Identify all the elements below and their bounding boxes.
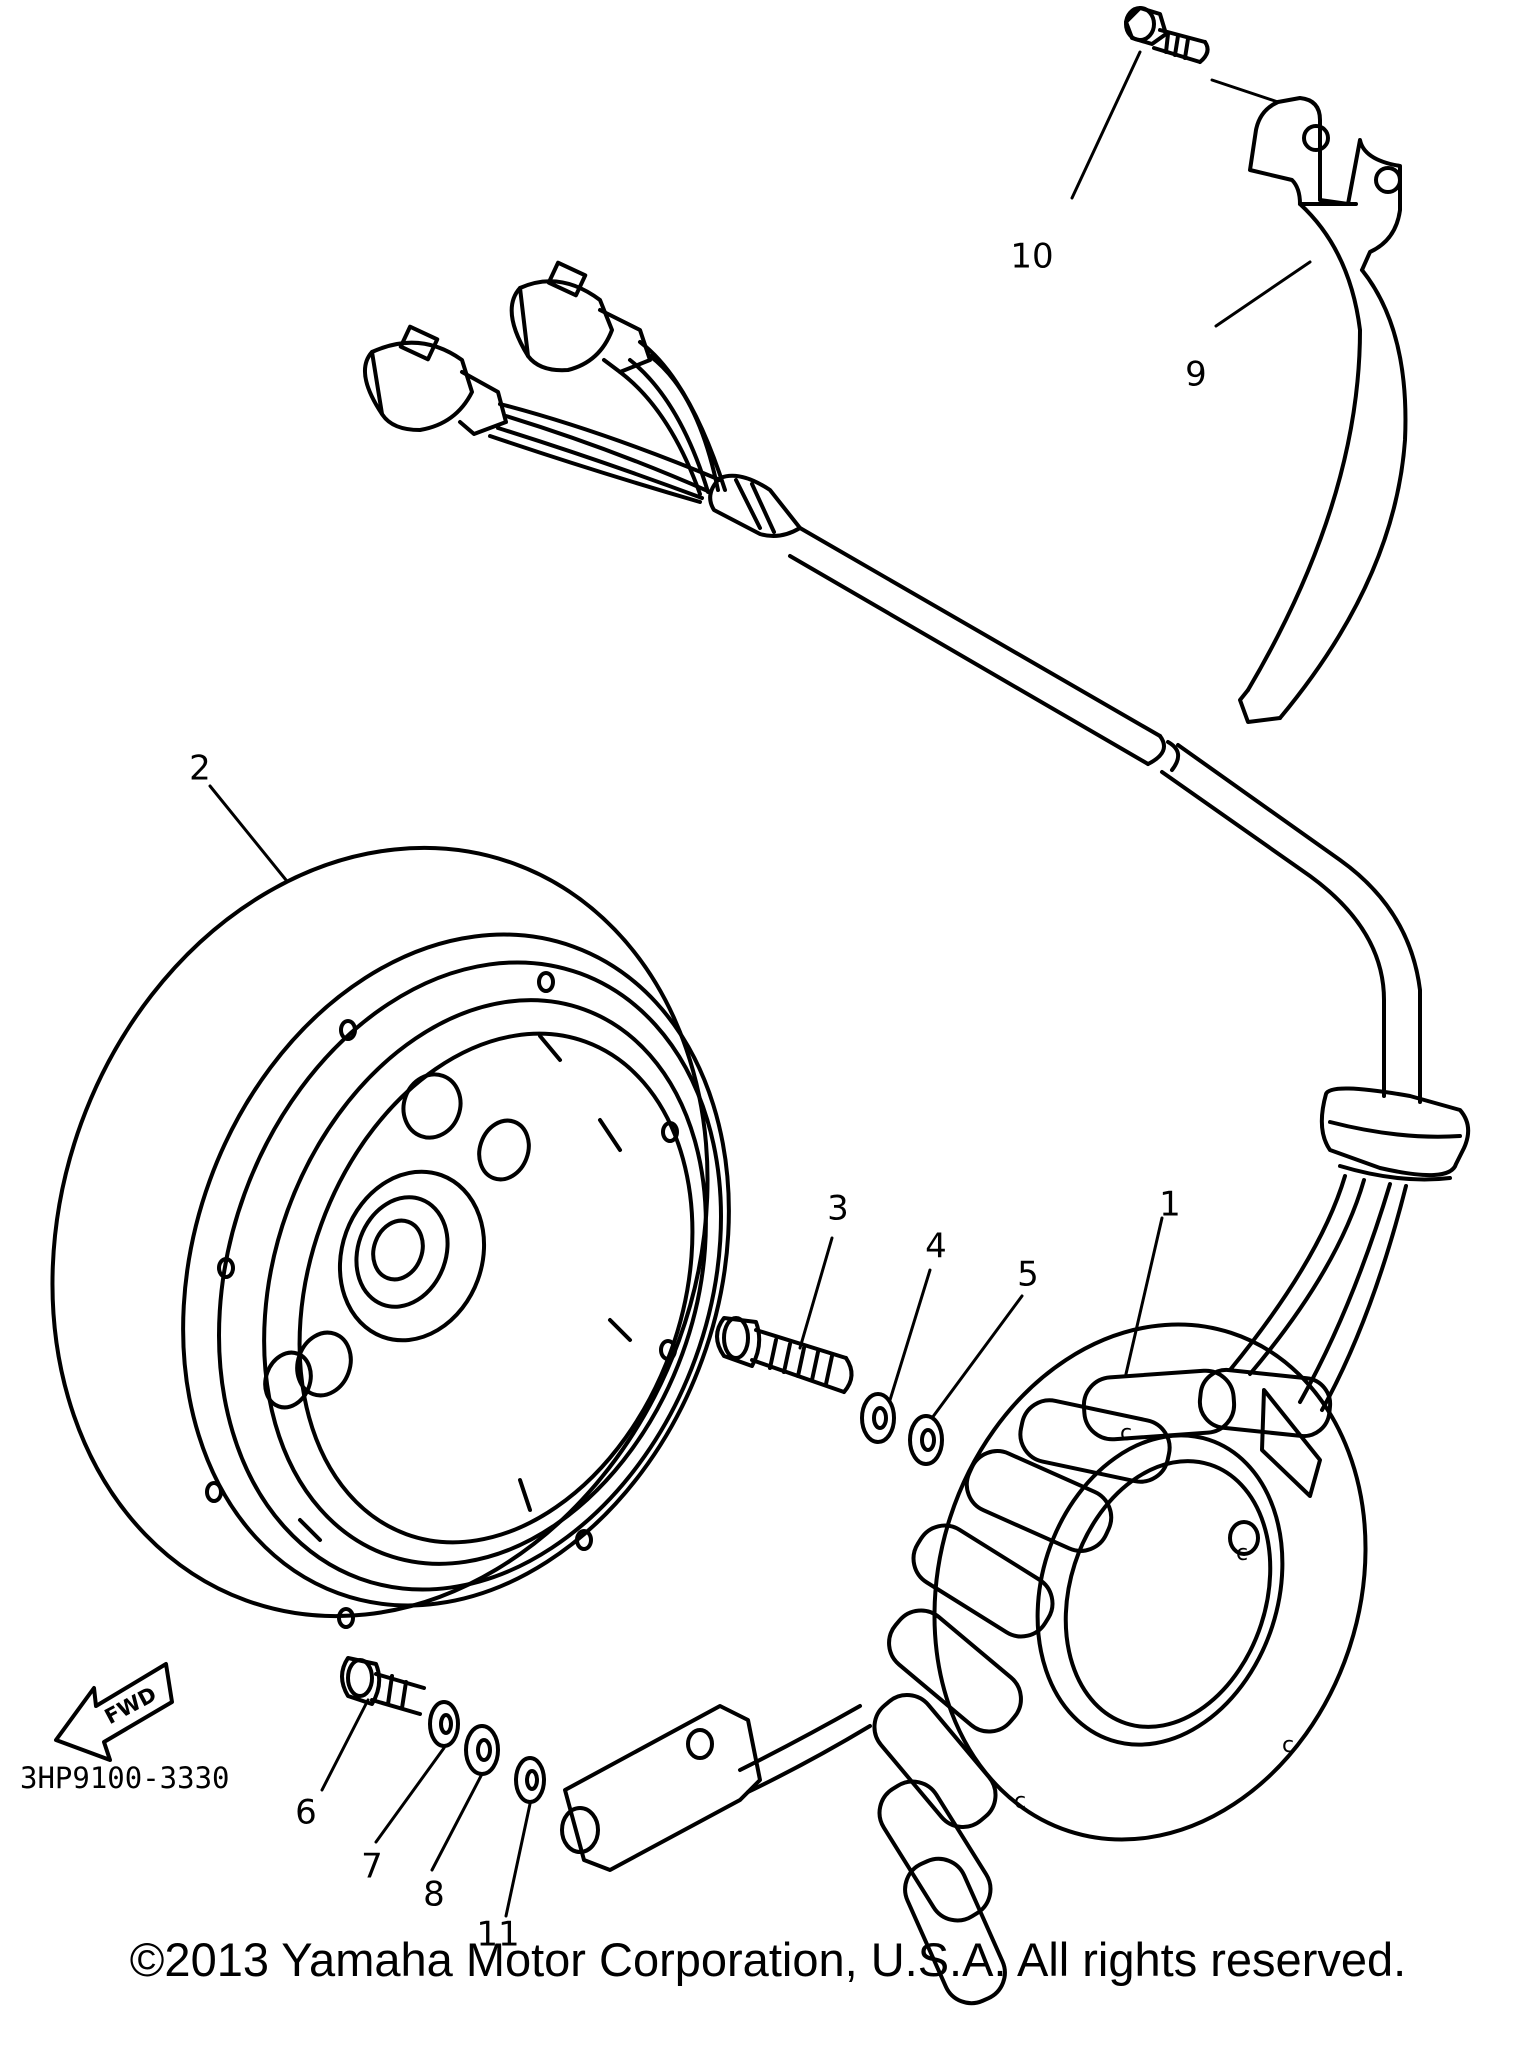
rotor-part-2 (50, 845, 731, 1629)
lock-washer-part-7 (428, 1700, 460, 1748)
leader-lines (208, 50, 1312, 1918)
fwd-label: FWD (101, 1682, 161, 1729)
callout-1: 1 (1159, 1185, 1181, 1225)
svg-text:c: c (1014, 1789, 1026, 1814)
wire-harness (363, 260, 1471, 1498)
fwd-arrow-icon: FWD (54, 1662, 174, 1762)
callout-5: 5 (1017, 1255, 1039, 1295)
callout-11: 11 (476, 1915, 519, 1955)
stator-part-1: c c c c (560, 1322, 1368, 2006)
flat-washer-part-8 (464, 1724, 500, 1776)
callout-8: 8 (423, 1875, 445, 1915)
bracket-part-9 (1238, 96, 1408, 724)
lock-washer-part-4 (860, 1392, 896, 1444)
svg-text:c: c (1282, 1733, 1294, 1758)
callout-9: 9 (1185, 355, 1207, 395)
bolt-part-3 (715, 1316, 854, 1394)
svg-text:c: c (1120, 1421, 1132, 1446)
screw-part-6 (340, 1656, 426, 1716)
callout-6: 6 (295, 1793, 317, 1833)
callout-10: 10 (1010, 237, 1053, 277)
flat-washer-part-5 (908, 1414, 944, 1466)
copyright-notice: ©2013 Yamaha Motor Corporation, U.S.A. A… (129, 1933, 1407, 1986)
washer-part-11 (514, 1756, 546, 1804)
callout-4: 4 (925, 1227, 947, 1267)
diagram-code: 3HP9100-3330 (20, 1761, 230, 1795)
bolt-part-10 (1124, 6, 1210, 64)
callout-3: 3 (827, 1189, 849, 1229)
callout-7: 7 (361, 1847, 383, 1887)
callout-2: 2 (189, 749, 211, 789)
callout-labels: 1 2 3 4 5 6 7 8 9 10 11 (189, 237, 1207, 1955)
